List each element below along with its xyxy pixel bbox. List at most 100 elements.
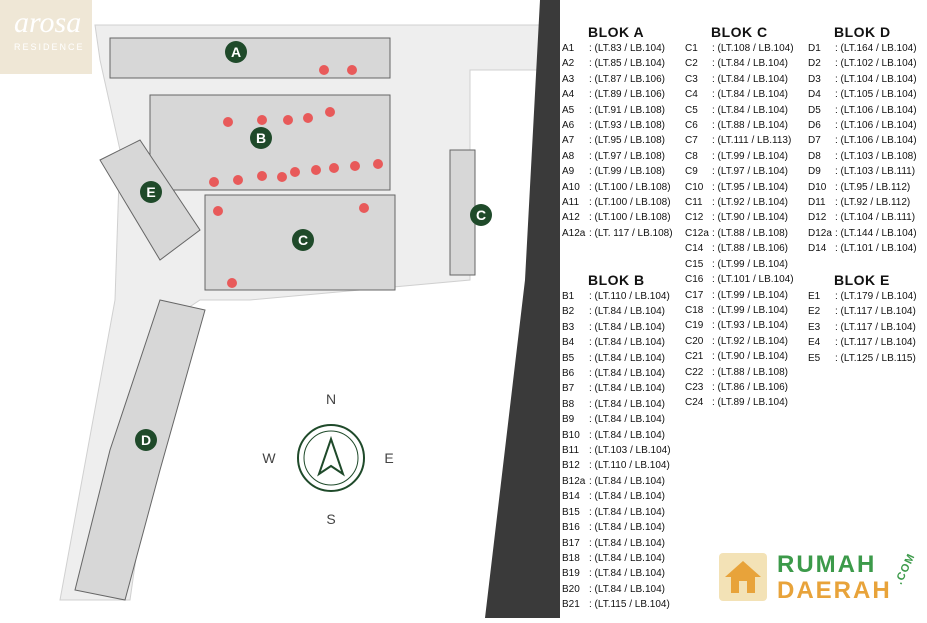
legend-row: B15: (LT.84 / LB.104) (562, 505, 671, 520)
unit-spec: : (LT.101 / LB.104) (712, 274, 794, 286)
unit-code: A12a (562, 227, 586, 239)
unit-code: D6 (808, 120, 821, 132)
unit-spec: : (LT.99 / LB.104) (712, 150, 788, 162)
legend-row: B8: (LT.84 / LB.104) (562, 397, 671, 412)
unit-code: D4 (808, 89, 821, 101)
unit-spec: : (LT.88 / LB.108) (712, 366, 788, 378)
unit-code: C23 (685, 381, 704, 393)
legend-row: D14: (LT.101 / LB.104) (808, 241, 917, 256)
unit-code: C10 (685, 181, 704, 193)
unit-code: B5 (562, 352, 575, 364)
unit-code: D10 (808, 181, 827, 193)
unit-code: C1 (685, 43, 698, 54)
legend-row: C16: (LT.101 / LB.104) (685, 272, 794, 287)
svg-text:A: A (231, 44, 241, 60)
block-marker-c-main: C (292, 229, 314, 251)
unit-code: B1 (562, 291, 575, 302)
unit-code: B2 (562, 306, 575, 318)
unit-spec: : (LT.84 / LB.104) (589, 568, 665, 580)
block-a-houses (109, 37, 391, 79)
legend-row: A10: (LT.100 / LB.108) (562, 180, 673, 195)
unit-spec: : (LT.89 / LB.104) (712, 397, 788, 409)
legend-row: B6: (LT.84 / LB.104) (562, 366, 671, 381)
unit-spec: : (LT.84 / LB.104) (589, 352, 665, 364)
legend-row: D2: (LT.102 / LB.104) (808, 56, 917, 71)
unit-spec: : (LT.93 / LB.108) (589, 120, 665, 132)
legend-row: C2: (LT.84 / LB.104) (685, 56, 794, 71)
unit-code: B18 (562, 552, 580, 564)
legend-row: A1: (LT.83 / LB.104) (562, 41, 673, 56)
legend-row: A7: (LT.95 / LB.108) (562, 133, 673, 148)
legend-row: C18: (LT.99 / LB.104) (685, 303, 794, 318)
unit-spec: : (LT.84 / LB.104) (589, 321, 665, 333)
unit-code: B8 (562, 398, 575, 410)
unit-spec: : (LT.117 / LB.104) (835, 321, 916, 333)
unit-spec: : (LT.84 / LB.104) (589, 491, 665, 503)
legend-blok-d: BLOK D D1: (LT.164 / LB.104)D2: (LT.102 … (808, 24, 917, 257)
unit-spec: : (LT.93 / LB.104) (712, 320, 788, 332)
legend-row: D7: (LT.106 / LB.104) (808, 133, 917, 148)
svg-text:D: D (141, 432, 151, 448)
legend-title-blok-b: BLOK B (588, 272, 645, 288)
unit-spec: : (LT.91 / LB.108) (589, 104, 665, 116)
site-plan-map: A B C C D E (59, 0, 560, 618)
unit-code: D12 (808, 212, 827, 224)
unit-code: A8 (562, 150, 575, 162)
unit-spec: : (LT.88 / LB.108) (712, 227, 788, 239)
unit-code: C15 (685, 258, 704, 270)
legend-row: B12a: (LT.84 / LB.104) (562, 474, 671, 489)
unit-code: C21 (685, 351, 704, 363)
legend-row: C19 : (LT.93 / LB.104) (685, 318, 794, 333)
unit-spec: : (LT.84 / LB.104) (589, 583, 665, 595)
unit-spec: : (LT.164 / LB.104) (835, 43, 917, 54)
unit-spec: : (LT.95 / LB.104) (712, 181, 788, 193)
legend-row: C23: (LT.86 / LB.106) (685, 380, 794, 395)
north-arrow-icon (317, 435, 345, 477)
unit-spec: : (LT.103 / LB.104) (589, 445, 671, 457)
unit-code: E5 (808, 352, 821, 364)
unit-spec: : (LT.100 / LB.108) (589, 197, 671, 209)
legend-row: B16: (LT.84 / LB.104) (562, 520, 671, 535)
unit-code: B16 (562, 522, 580, 534)
legend-row: C14: (LT.88 / LB.106) (685, 241, 794, 256)
unit-spec: : (LT.84 / LB.104) (589, 506, 665, 518)
legend-row: C3: (LT.84 / LB.104) (685, 72, 794, 87)
unit-code: D9 (808, 166, 821, 178)
legend-row: B19 : (LT.84 / LB.104) (562, 566, 671, 581)
legend-row: B4: (LT.84 / LB.104) (562, 335, 671, 350)
compass-north: N (326, 391, 336, 407)
unit-code: C18 (685, 304, 704, 316)
legend-row: B2 : (LT.84 / LB.104) (562, 304, 671, 319)
unit-code: A4 (562, 89, 575, 101)
unit-code: C19 (685, 320, 704, 332)
legend-row: C11: (LT.92 / LB.104) (685, 195, 794, 210)
legend-row: C4: (LT.84 / LB.104) (685, 87, 794, 102)
unit-code: A2 (562, 58, 575, 70)
legend-row: B20 : (LT.84 / LB.104) (562, 582, 671, 597)
unit-code: B4 (562, 337, 575, 349)
unit-code: B20 (562, 583, 580, 595)
legend-row: C22: (LT.88 / LB.108) (685, 365, 794, 380)
unit-spec: : (LT.84 / LB.104) (589, 306, 665, 318)
legend-row: D8: (LT.103 / LB.108) (808, 149, 917, 164)
unit-code: C12 (685, 212, 704, 224)
unit-code: B12 (562, 460, 580, 472)
legend-row: E5: (LT.125 / LB.115) (808, 351, 917, 366)
legend-title-blok-e: BLOK E (834, 272, 890, 288)
unit-spec: : (LT.110 / LB.104) (589, 291, 670, 302)
unit-code: D7 (808, 135, 821, 147)
legend-row: A5: (LT.91 / LB.108) (562, 103, 673, 118)
legend-row: B10: (LT.84 / LB.104) (562, 428, 671, 443)
unit-spec: : (LT.84 / LB.104) (712, 73, 788, 85)
legend-row: C7: (LT.111 / LB.113) (685, 133, 794, 148)
unit-code: B19 (562, 568, 580, 580)
unit-code: E3 (808, 321, 821, 333)
svg-text:B: B (256, 130, 266, 146)
unit-spec: : (LT.84 / LB.104) (589, 383, 665, 395)
arosa-logo: arosa RESIDENCE (0, 0, 92, 74)
unit-spec: : (LT.99 / LB.104) (712, 289, 788, 301)
svg-text:C: C (476, 207, 486, 223)
unit-spec: : (LT.144 / LB.104) (835, 227, 917, 239)
unit-code: D11 (808, 197, 826, 209)
legend-row: D12: (LT.104 / LB.111) (808, 210, 917, 225)
